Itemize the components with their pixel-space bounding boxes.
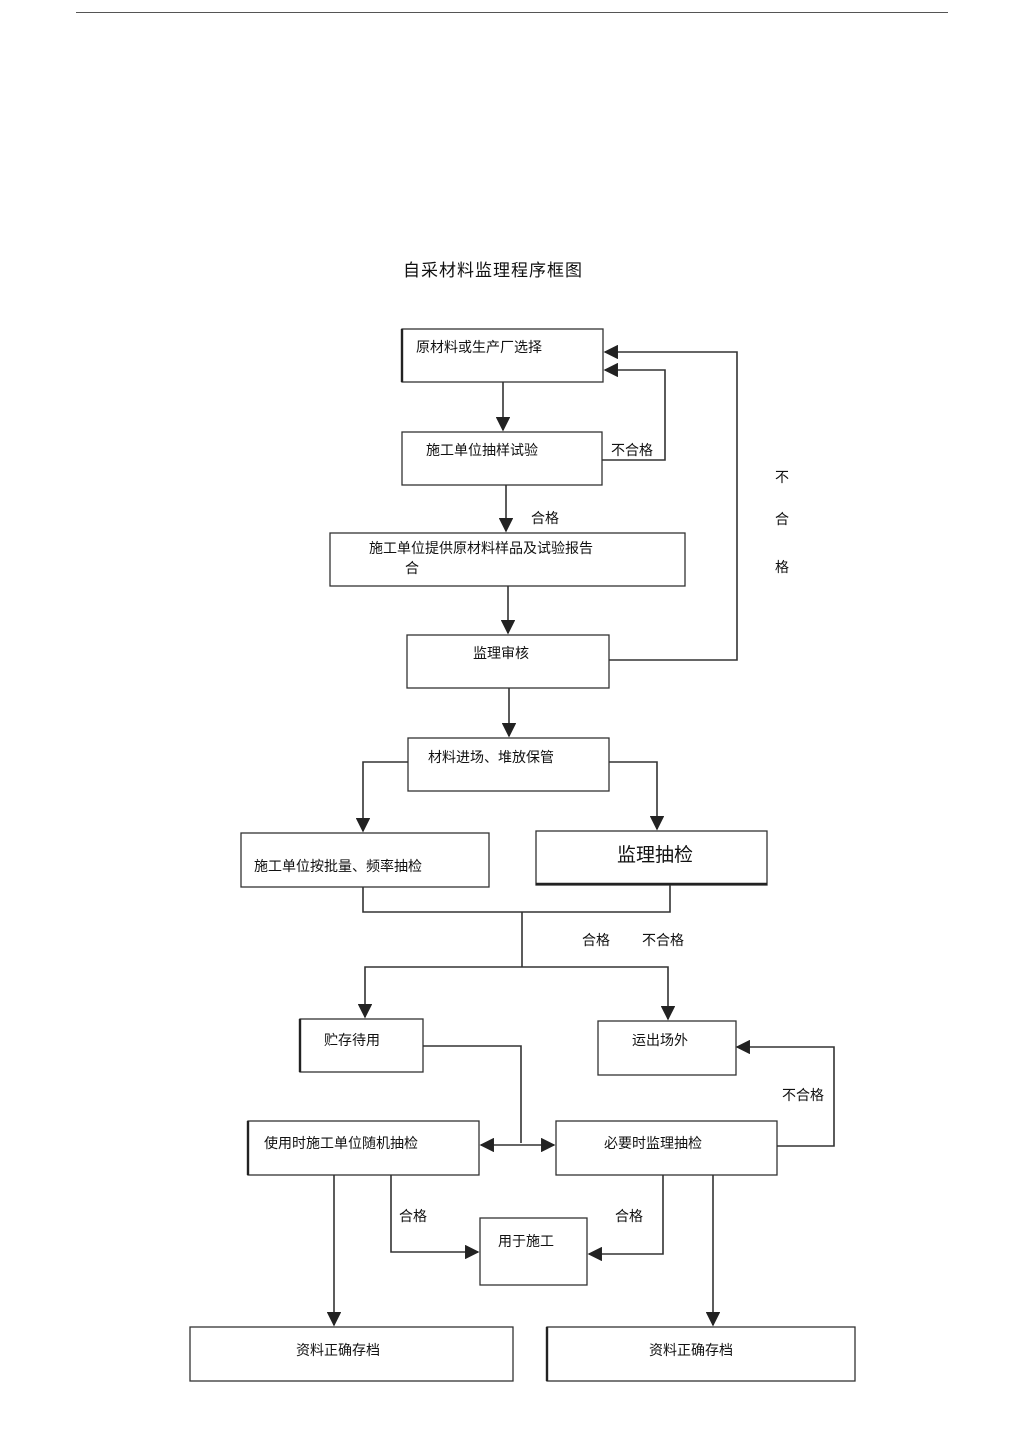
edge-label-pass-1: 合格: [531, 511, 559, 527]
box-batch-check: [240, 832, 490, 888]
box-material-entry: [407, 737, 610, 792]
box-ship-out: [597, 1020, 737, 1076]
box-contractor-sample-test: [401, 431, 603, 486]
loop-review-fail: [603, 344, 738, 661]
loop-check-fail-ship-out: [735, 1039, 835, 1147]
node-provide-samples-line2: 合: [405, 561, 419, 577]
arrow-store-to-checks: [423, 1045, 522, 1143]
edge-label-pass-4: 合格: [615, 1209, 643, 1225]
edge-label-fail-vertical-2: 合: [775, 512, 789, 528]
arrow-to-store: [357, 966, 522, 1019]
node-supervision-review: 监理审核: [473, 646, 529, 662]
edge-label-fail-vertical-1: 不: [775, 470, 789, 486]
box-archive-right: [546, 1326, 856, 1382]
box-provide-samples: [329, 532, 686, 587]
merge-checks: [362, 885, 671, 913]
box-supervision-check-when-needed: [555, 1120, 778, 1176]
node-ship-out: 运出场外: [632, 1033, 688, 1049]
arrow-to-ship-out: [522, 966, 676, 1021]
edge-label-pass-2: 合格: [582, 933, 610, 949]
node-select-source: 原材料或生产厂选择: [416, 340, 542, 356]
top-rule: [76, 12, 948, 13]
box-use-in-construction: [479, 1217, 588, 1286]
node-supervision-spot-check: 监理抽检: [617, 844, 694, 866]
box-supervision-review: [406, 634, 610, 689]
diagram-title: 自采材料监理程序框图: [403, 261, 583, 281]
edge-label-fail-1: 不合格: [611, 443, 653, 459]
edge-label-fail-vertical-3: 格: [775, 560, 789, 576]
node-contractor-sample-test: 施工单位抽样试验: [426, 443, 538, 459]
arrow-entry-to-spot-check: [609, 761, 665, 831]
node-batch-check: 施工单位按批量、频率抽检: [254, 859, 422, 875]
arrow-random-check-pass: [390, 1175, 480, 1260]
edge-label-pass-3: 合格: [399, 1209, 427, 1225]
node-material-entry: 材料进场、堆放保管: [428, 750, 554, 766]
node-store: 贮存待用: [324, 1033, 380, 1049]
node-random-check-on-use: 使用时施工单位随机抽检: [264, 1136, 418, 1152]
box-supervision-spot-check: [535, 830, 768, 886]
box-archive-left: [189, 1326, 514, 1382]
node-archive-right: 资料正确存档: [649, 1343, 733, 1359]
arrow-entry-to-batch-check: [355, 761, 408, 833]
node-provide-samples-line1: 施工单位提供原材料样品及试验报告: [369, 541, 593, 557]
edge-label-fail-3: 不合格: [782, 1088, 824, 1104]
node-supervision-check-when-needed: 必要时监理抽检: [604, 1136, 702, 1152]
node-use-in-construction: 用于施工: [498, 1234, 554, 1250]
arrow-supervision-check-pass: [587, 1175, 664, 1262]
box-random-check-on-use: [247, 1120, 480, 1176]
edge-label-fail-2: 不合格: [642, 933, 684, 949]
loop-test-fail: [602, 362, 666, 461]
node-archive-left: 资料正确存档: [296, 1343, 380, 1359]
